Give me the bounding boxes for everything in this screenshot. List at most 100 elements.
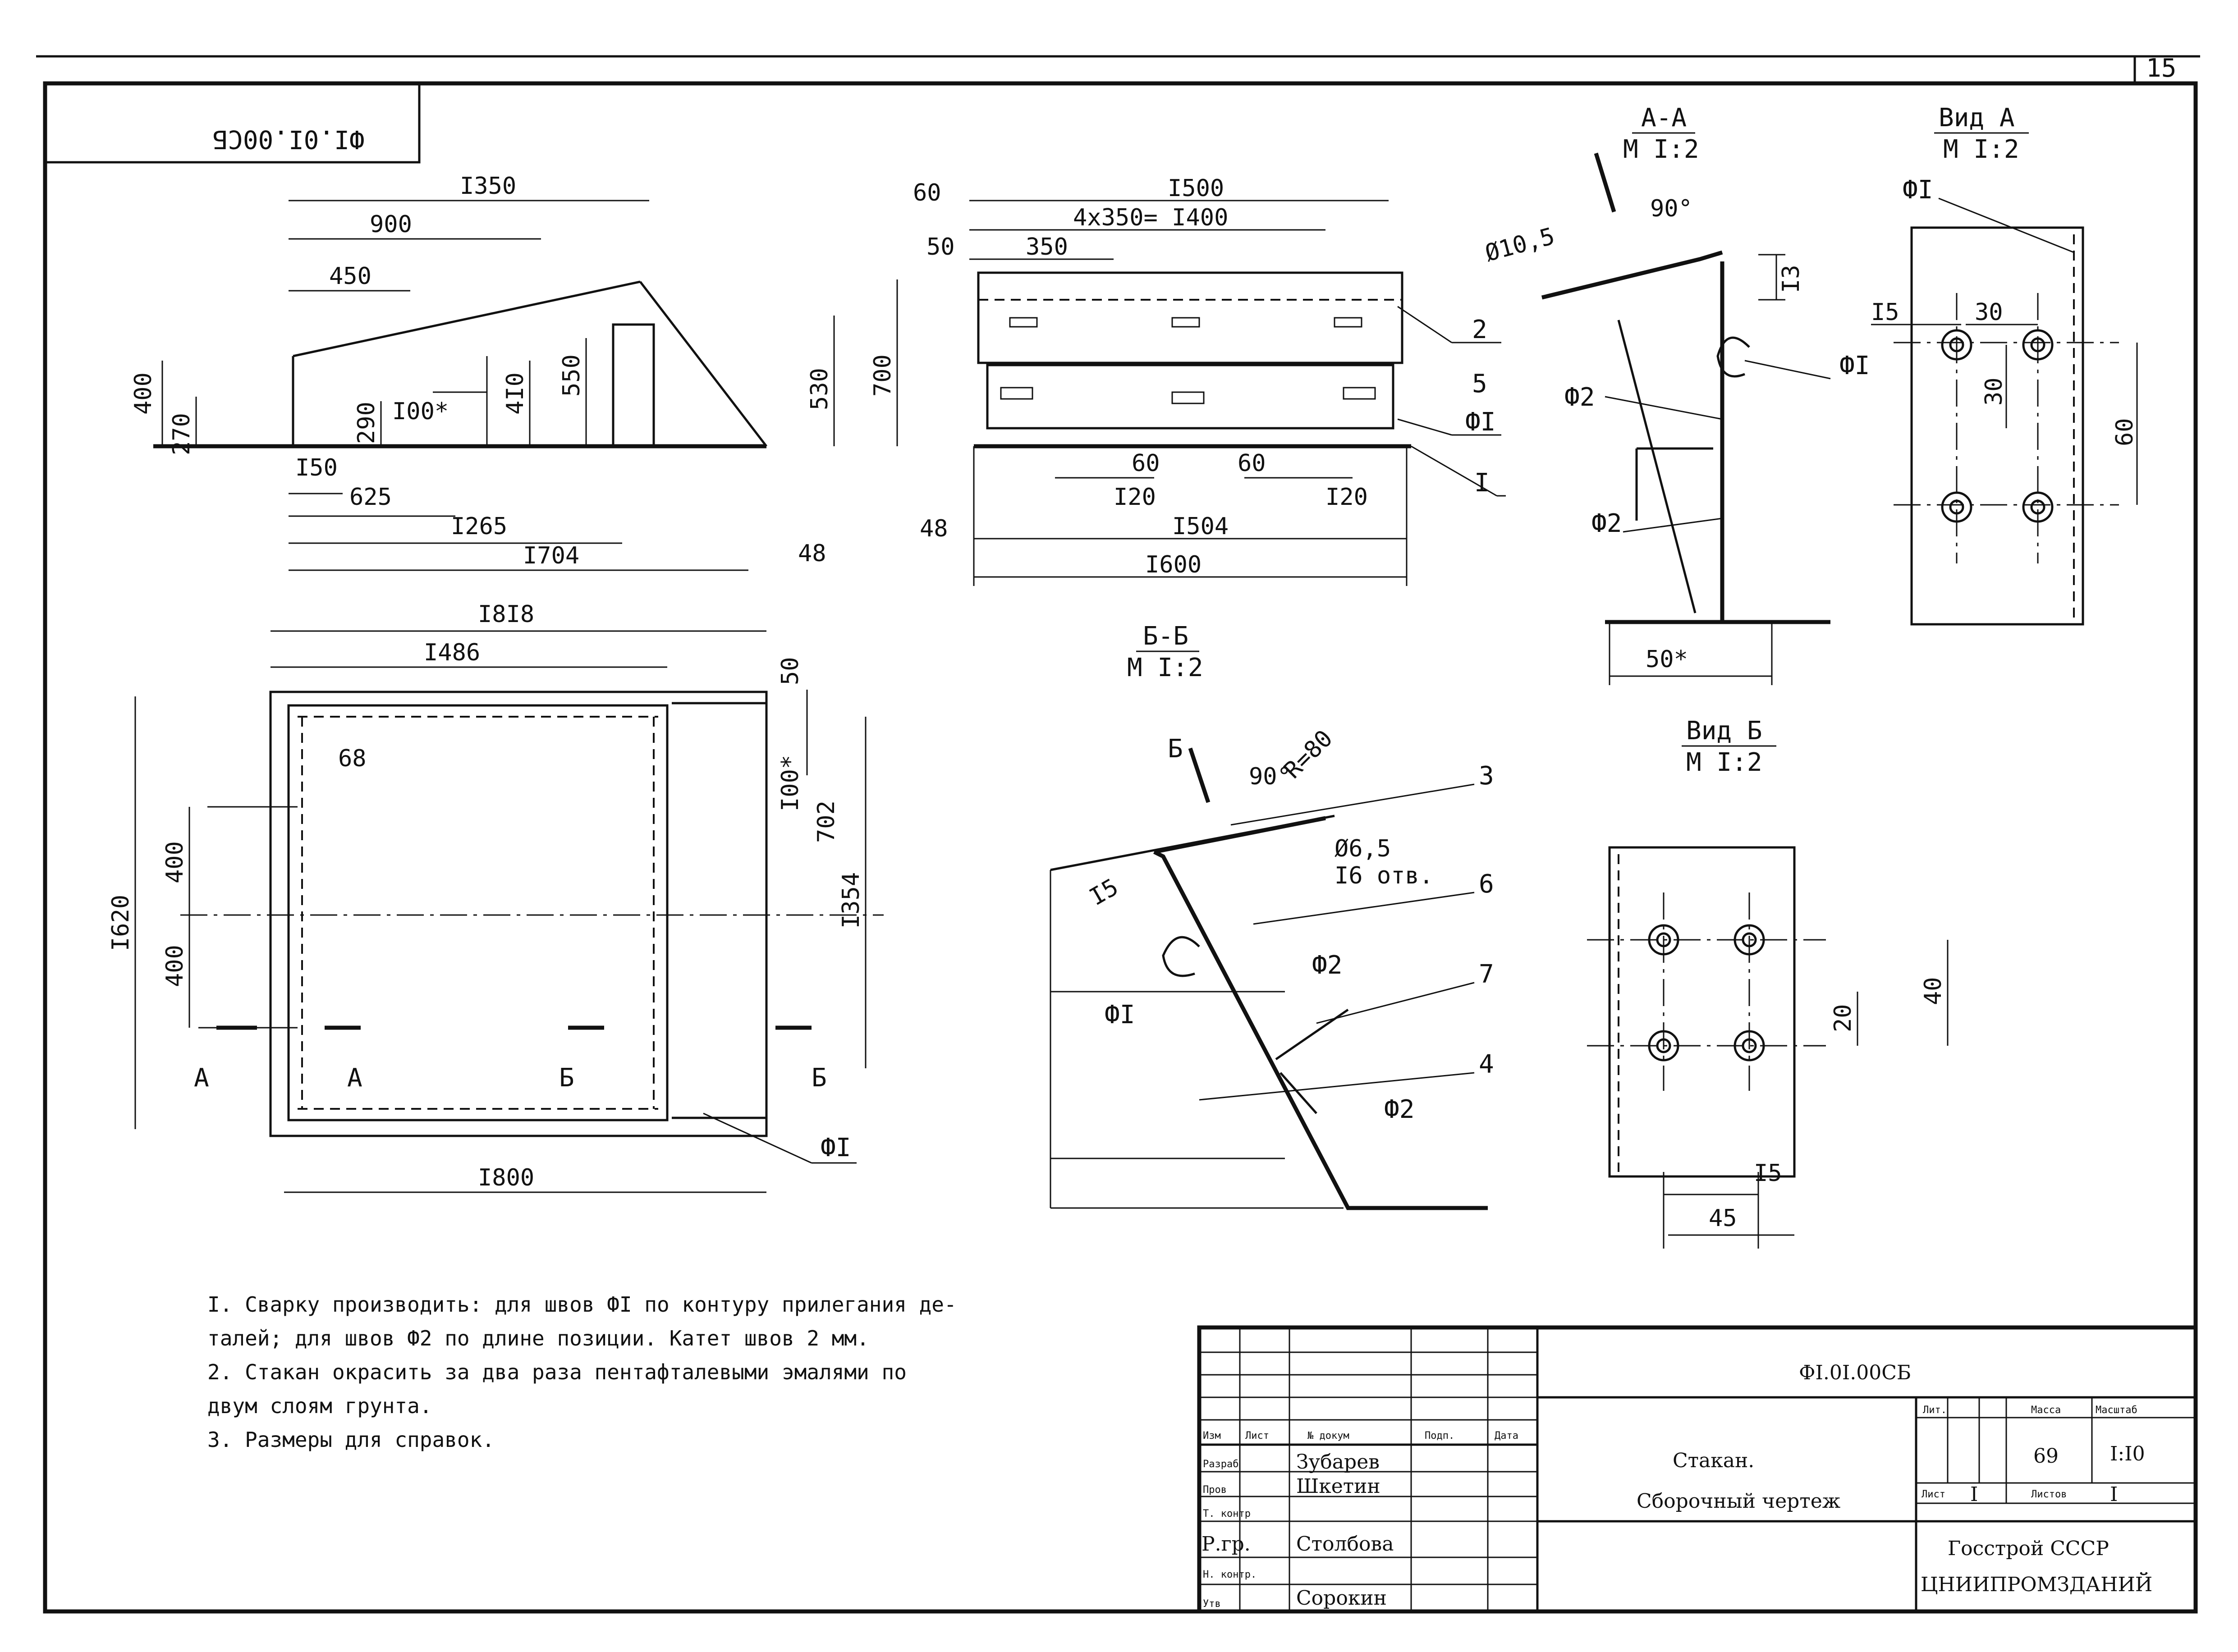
callout-front-2: 5	[1472, 369, 1487, 398]
page-number: 15	[2146, 54, 2176, 83]
sheet-value: I	[1970, 1483, 1978, 1506]
dim-side-15: I704	[523, 542, 579, 569]
note-line-2: талей; для швов Ф2 по длине позиции. Кат…	[207, 1326, 869, 1350]
title-name-2: Сборочный чертеж	[1637, 1490, 1840, 1513]
dim-plan-9: 400	[161, 945, 188, 987]
dim-va-2: 30	[1975, 299, 2003, 326]
col-header-izm: Изм	[1203, 1430, 1221, 1441]
dim-aa-2: 90°	[1650, 195, 1692, 222]
dim-plan-1: I8I8	[478, 601, 534, 628]
dim-front-11: I504	[1172, 513, 1229, 540]
callout-bb-6: 6	[1479, 869, 1494, 899]
note-line-3: 2. Стакан окрасить за два раза пентафтал…	[207, 1360, 907, 1384]
dim-front-6: 60	[1132, 450, 1160, 477]
dim-side-14: I265	[451, 513, 507, 540]
role-4: Р.гр.	[1202, 1533, 1251, 1556]
dim-side-4: 400	[130, 372, 157, 415]
dim-side-3: 450	[329, 263, 371, 290]
view-plan: I8I8 I486 68 50 I00* 702 I620 400 400 I3…	[107, 601, 884, 1193]
lit-label: Лит.	[1923, 1405, 1947, 1416]
dim-plan-4: 50	[777, 657, 804, 685]
view-a: Вид А М I:2 I5 30 30 60 ФI	[1871, 103, 2138, 626]
view-b-title: Вид Б	[1686, 716, 1762, 746]
dim-side-13: 625	[349, 484, 392, 511]
person-2: Шкетин	[1296, 1475, 1380, 1498]
view-a-title: Вид А	[1939, 103, 2015, 133]
view-a-scale: М I:2	[1943, 135, 2019, 164]
dim-side-10: 530	[806, 368, 833, 410]
dim-bb-4: Ø6,5	[1335, 835, 1391, 862]
dim-side-9: 550	[558, 354, 585, 397]
section-aa-scale: М I:2	[1623, 135, 1699, 164]
note-line-1: I. Сварку производить: для швов ФI по ко…	[207, 1292, 957, 1317]
dim-front-3: 4x350= I400	[1073, 204, 1228, 231]
view-side: I350 900 450 400 270 290 I00* 4I0 550 53…	[130, 173, 898, 571]
section-aa: А-А М I:2 Ø10,5 90° I3 50* ФI Ф2 Ф2	[1482, 103, 1870, 685]
weld-bb-3: Ф2	[1384, 1095, 1414, 1124]
dim-vb-2: 20	[1830, 1004, 1857, 1032]
person-6: Сорокин	[1296, 1587, 1387, 1610]
callout-bb-4: 4	[1479, 1050, 1494, 1079]
col-header-list: Лист	[1245, 1430, 1269, 1441]
notes: I. Сварку производить: для швов ФI по ко…	[207, 1292, 957, 1452]
dim-plan-10: I354	[838, 872, 865, 929]
dim-va-3: 30	[1981, 377, 2008, 406]
dim-side-6: 290	[353, 402, 380, 444]
mass-value: 69	[2033, 1445, 2059, 1468]
view-b-scale: М I:2	[1686, 748, 1762, 777]
dim-va-1: I5	[1871, 299, 1899, 326]
view-b: Вид Б М I:2 40 20 I5 45	[1587, 716, 1949, 1249]
callout-plan-weld: ФI	[821, 1133, 851, 1162]
dim-vb-1: 40	[1920, 977, 1947, 1005]
col-header-sign: Подп.	[1425, 1430, 1454, 1441]
title-doc-code: ФI.0I.00СБ	[1799, 1361, 1911, 1384]
scale-value: I:I0	[2110, 1442, 2145, 1465]
view-front: 60 I500 4x350= I400 50 350 60 60 I20 I20…	[913, 175, 1506, 586]
dim-plan-11: I800	[478, 1164, 534, 1191]
dim-plan-5: I00*	[777, 755, 804, 811]
org-line-1: Госстрой СССР	[1948, 1537, 2109, 1560]
dim-front-5: 350	[1026, 233, 1068, 261]
section-bb: Б-Б М I:2 90° R=80 I5 Ø6,5 I6 отв. 3 6 7…	[1050, 622, 1494, 1210]
dim-vb-3: I5	[1754, 1160, 1782, 1187]
dim-plan-6: 702	[813, 801, 840, 843]
role-1: Разраб	[1203, 1459, 1238, 1470]
note-line-4: двум слоям грунта.	[207, 1394, 432, 1418]
mirrored-code-box: ФI.0I.00СБ	[44, 82, 421, 164]
sheet-frame: 15	[36, 54, 2200, 1614]
section-aa-title: А-А	[1641, 103, 1687, 133]
dim-aa-4: 50*	[1646, 646, 1688, 673]
dim-plan-2: I486	[424, 639, 480, 666]
dim-front-7: 60	[1238, 450, 1266, 477]
org-line-2: ЦНИИПРОМЗДАНИЙ	[1921, 1572, 2152, 1596]
mass-label: Масса	[2031, 1405, 2061, 1416]
dim-aa-1: Ø10,5	[1482, 223, 1558, 267]
role-5: Н. контр.	[1203, 1569, 1257, 1580]
title-name-1: Стакан.	[1673, 1449, 1754, 1472]
dim-bb-1: 90°	[1249, 763, 1291, 790]
dim-plan-8: 400	[161, 841, 188, 883]
note-line-5: 3. Размеры для справок.	[207, 1428, 495, 1452]
callout-bb-3: 3	[1479, 761, 1494, 791]
section-mark-b-left: Б	[559, 1063, 574, 1093]
dim-side-7: I00*	[392, 398, 449, 425]
section-bb-scale: М I:2	[1127, 653, 1203, 682]
person-1: Зубарев	[1296, 1451, 1380, 1474]
dim-plan-3: 68	[338, 745, 367, 772]
dim-front-4: 50	[926, 233, 955, 261]
role-2: Пров	[1203, 1484, 1227, 1496]
sheet-label: Лист	[1922, 1489, 1945, 1500]
weld-aa-3: Ф2	[1591, 509, 1622, 538]
person-4: Столбова	[1296, 1533, 1394, 1556]
section-mark-a-right: А	[347, 1063, 362, 1093]
mirrored-sheet-code: ФI.0I.00СБ	[212, 124, 364, 154]
dim-plan-7: I620	[107, 895, 134, 951]
section-mark-a-left: А	[194, 1063, 209, 1093]
section-bb-title: Б-Б	[1143, 622, 1188, 651]
scale-label: Масштаб	[2096, 1405, 2137, 1416]
callout-front-1: 2	[1472, 315, 1487, 344]
title-block: ФI.0I.00СБ Стакан. Сборочный чертеж Изм …	[1197, 1325, 2198, 1614]
weld-va-1: ФI	[1903, 175, 1933, 205]
weld-aa-2: Ф2	[1564, 383, 1595, 412]
dim-va-4: 60	[2111, 418, 2138, 446]
